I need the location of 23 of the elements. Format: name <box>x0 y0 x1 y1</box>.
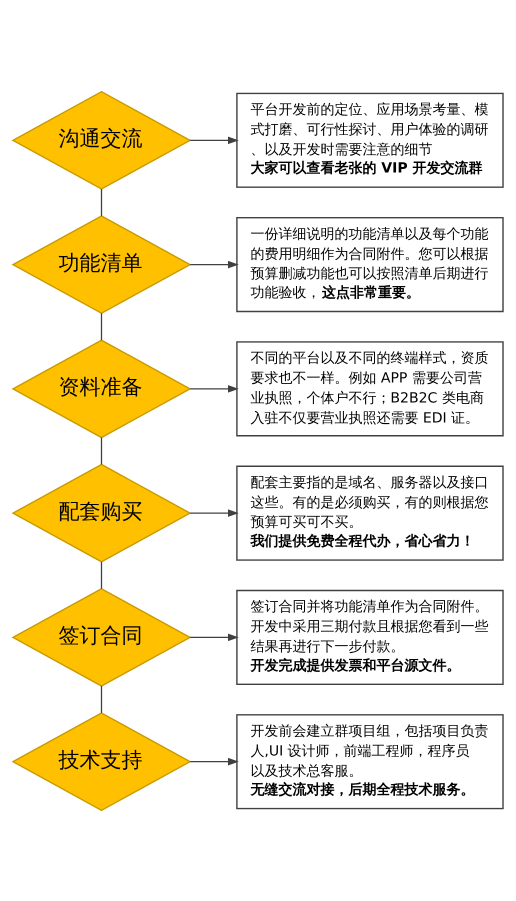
node-diamond: 功能清单 <box>12 214 192 314</box>
node-box: 不同的平台以及不同的终端样式，资质要求也不一样。例如 APP 需要公司营业执照，个体户不行；B2B2C 类电商入驻不仅要营业执照还需要 EDI 证。 <box>236 340 504 436</box>
connector <box>100 188 102 216</box>
arrow <box>190 384 239 392</box>
node-diamond: 配套购买 <box>12 463 192 562</box>
node-box: 平台开发前的定位、应用场景考量、模式打磨、可行性探讨、用户体验的调研、以及开发时需要注意的细节 大家可以查看老张的 VIP 开发交流群 <box>236 92 504 188</box>
arrow <box>190 508 239 516</box>
node-box: 配套主要指的是域名、服务器以及接口这些。有的是必须购买，有的则根据您预算可买可不买。 我们提供免费全程代办，省心省力！ <box>236 465 504 560</box>
node-box: 签订合同并将功能清单作为合同附件。开发中采用三期付款且根据您看到一些结果再进行下一步付款。 开发完成提供发票和平台源文件。 <box>236 589 504 684</box>
node-diamond: 签订合同 <box>12 587 192 686</box>
connector <box>100 561 102 588</box>
arrow <box>190 260 239 268</box>
node-box: 一份详细说明的功能清单以及每个功能的费用明细作为合同附件。您可以根据预算删减功能也可以按照清单后期进行功能验收，这点非常重要。 <box>236 216 504 312</box>
node-diamond: 沟通交流 <box>12 90 192 190</box>
connector <box>100 312 102 340</box>
arrow <box>190 136 239 144</box>
arrow <box>190 633 239 641</box>
node-diamond: 技术支持 <box>12 712 192 811</box>
connector <box>100 686 102 712</box>
node-box: 开发前会建立群项目组，包括项目负责人,UI 设计师，前端工程师，程序员以及技术总客服。 无缝交流对接，后期全程技术服务。 <box>236 714 504 809</box>
connector <box>100 437 102 464</box>
arrow <box>190 757 239 765</box>
node-diamond: 资料准备 <box>12 338 192 438</box>
